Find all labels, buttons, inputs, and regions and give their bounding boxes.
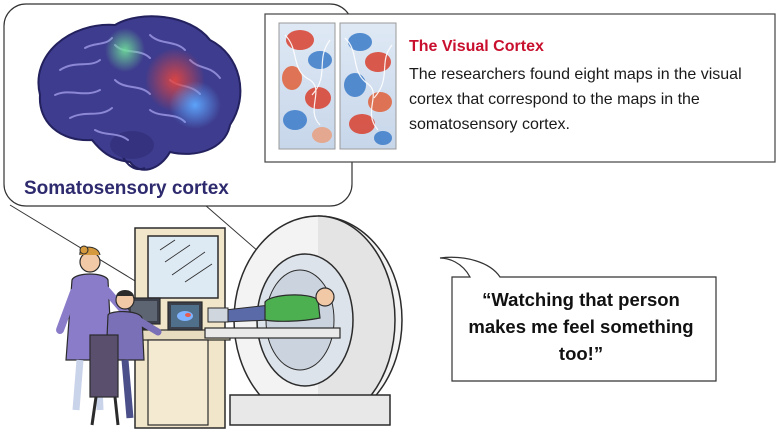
control-room <box>129 227 231 429</box>
info-box-title: The Visual Cortex <box>409 38 544 55</box>
speech-bubble <box>439 256 717 382</box>
seated-researcher <box>89 290 162 426</box>
somatosensory-cortex-label: Somatosensory cortex <box>24 178 229 199</box>
brain-icon <box>37 15 242 171</box>
info-box-body: The researchers found eight maps in the … <box>409 66 742 133</box>
speech-bubble-quote: “Watching that person makes me feel some… <box>468 289 694 364</box>
cortex-map-images <box>278 22 397 150</box>
patient-on-table <box>204 287 341 339</box>
